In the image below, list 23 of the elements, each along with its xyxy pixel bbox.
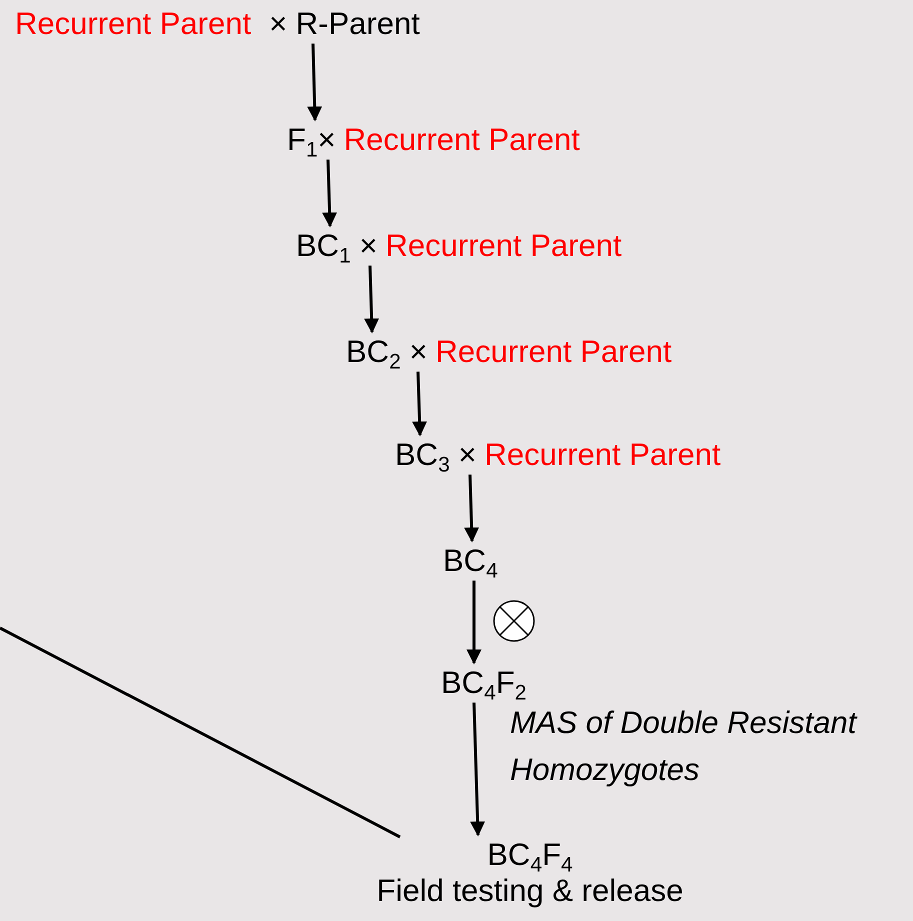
arrow	[307, 44, 322, 122]
caption-text: Field testing & release	[376, 872, 684, 908]
parent-label: Recurrent Parent	[386, 228, 622, 264]
parent-label: Recurrent Parent	[15, 6, 252, 42]
parent-label: Recurrent Parent	[484, 437, 721, 473]
arrow	[412, 372, 428, 436]
cross-label: BC$_{3}$ ×	[395, 437, 477, 473]
cross-label: × R-Parent	[269, 6, 420, 42]
arrow	[322, 160, 338, 228]
parent-label: Recurrent Parent	[344, 122, 580, 158]
arrow	[470, 702, 486, 836]
generation-label: BC$_{4}$F$_{2}$	[441, 665, 526, 701]
arrow	[364, 266, 380, 334]
cross-label: BC$_{1}$ ×	[296, 228, 378, 264]
note-text: MAS of Double Resistant Homozygotes	[510, 704, 858, 788]
cross-label: BC$_{2}$ ×	[346, 334, 428, 370]
arrow	[466, 580, 482, 664]
generation-label: BC$_{4}$F$_{4}$	[486, 837, 574, 873]
arrow	[464, 474, 480, 542]
parent-label: Recurrent Parent	[436, 334, 672, 370]
line	[0, 626, 401, 838]
cross-label: F$_{1}$×	[287, 122, 336, 158]
generation-label: BC$_{4}$	[443, 543, 498, 579]
